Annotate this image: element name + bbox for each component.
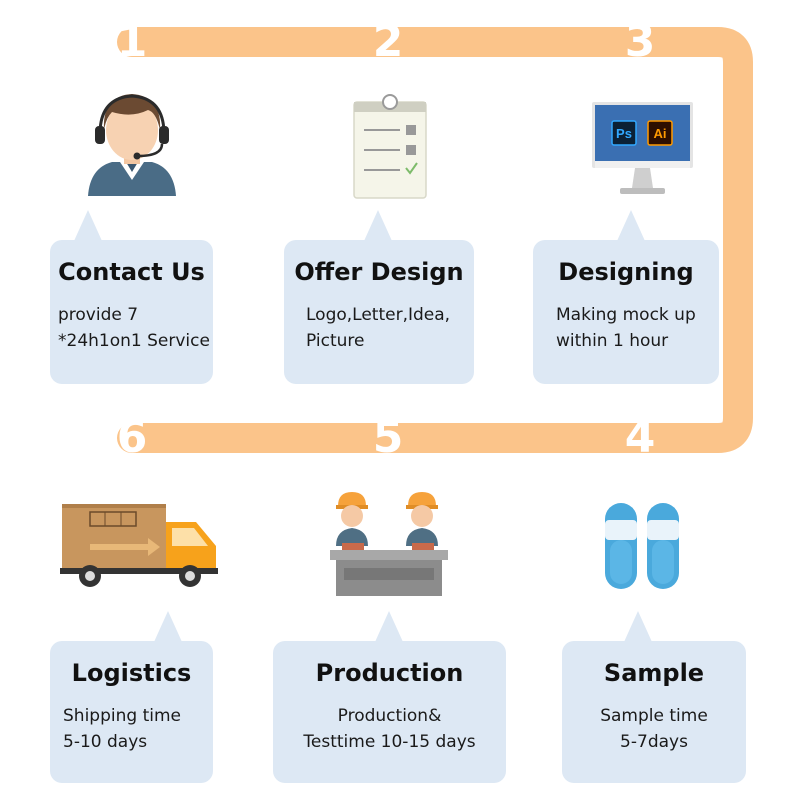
step-card-contact-us: Contact Us provide 7 *24h1on1 Service — [50, 210, 213, 384]
step-description: provide 7 *24h1on1 Service — [58, 305, 210, 351]
step-card-sample: Sample Sample time 5-7days — [562, 611, 746, 783]
step-title: Offer Design — [294, 258, 464, 286]
step-description: Logo,Letter,Idea, Picture — [306, 305, 451, 351]
clipboard-checklist-icon — [353, 94, 427, 199]
step-number-2: 2 — [372, 16, 404, 67]
step-description: Shipping time 5-10 days — [63, 706, 181, 752]
step-number-1: 1 — [116, 16, 148, 67]
step-number-3: 3 — [624, 16, 656, 67]
step-card-designing: Designing Making mock up within 1 hour — [533, 210, 719, 384]
step-card-production: Production Production& Testtime 10-15 da… — [273, 611, 506, 783]
step-title: Production — [315, 659, 464, 687]
step-description: Sample time 5-7days — [600, 706, 708, 752]
step-title: Contact Us — [58, 258, 205, 286]
step-title: Sample — [603, 659, 705, 687]
slipper-sample-icon — [605, 503, 679, 589]
monitor-ps-ai-icon: Ps Ai — [592, 102, 693, 194]
step-card-offer-design: Offer Design Logo,Letter,Idea, Picture — [284, 210, 474, 384]
step-number-6: 6 — [116, 412, 148, 463]
step-title: Designing — [558, 258, 694, 286]
step-description: Production& Testtime 10-15 days — [303, 706, 476, 752]
factory-workers-icon — [330, 492, 448, 596]
delivery-truck-icon — [60, 504, 218, 587]
step-number-5: 5 — [372, 412, 404, 463]
ps-label: Ps — [616, 126, 632, 141]
customer-service-icon — [88, 94, 176, 196]
step-number-4: 4 — [624, 412, 656, 463]
step-card-logistics: Logistics Shipping time 5-10 days — [50, 611, 213, 783]
step-title: Logistics — [71, 659, 192, 687]
ai-label: Ai — [654, 126, 667, 141]
step-description: Making mock up within 1 hour — [556, 305, 696, 351]
